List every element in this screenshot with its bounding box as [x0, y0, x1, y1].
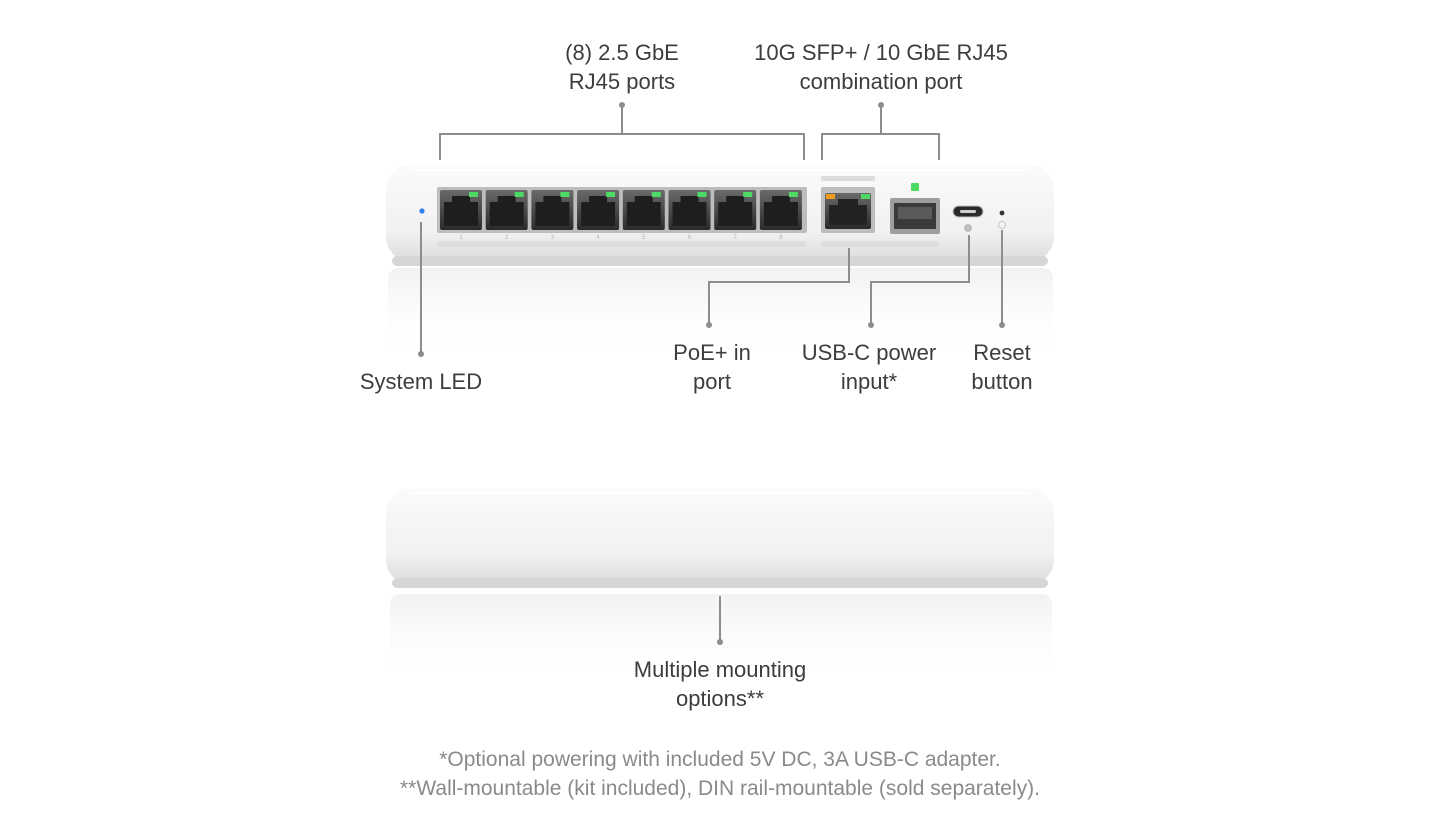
system-led: [419, 208, 425, 214]
footnote-1: *Optional powering with included 5V DC, …: [439, 748, 1001, 771]
link-led: [743, 192, 753, 197]
rj45-port: 8: [759, 190, 802, 241]
sfp-port-group: [821, 183, 940, 247]
link-led: [788, 192, 798, 197]
port-number: 7: [734, 235, 738, 241]
link-led: [697, 192, 707, 197]
usbc-power-line1: USB-C power: [801, 340, 937, 365]
system-led-line1: System LED: [359, 369, 483, 394]
combo-bracket: [821, 106, 940, 160]
footnote-2: **Wall-mountable (kit included), DIN rai…: [400, 777, 1040, 800]
usbc-power-line2: input*: [840, 369, 898, 394]
reset-line2: button: [971, 369, 1033, 394]
rj45-bracket: [439, 106, 805, 160]
port-number: 8: [779, 235, 783, 241]
port-number: 4: [596, 235, 600, 241]
link-led: [651, 192, 661, 197]
rj45-port: 2: [485, 190, 528, 241]
poe-in-line1: PoE+ in: [673, 340, 751, 365]
link-led: [560, 192, 570, 197]
system-led-callout: System LED: [336, 367, 506, 396]
poe-led: [826, 194, 835, 199]
poe-in-callout: PoE+ in port: [652, 338, 772, 396]
callout-lines: [420, 106, 1003, 642]
combo-port-line1: 10G SFP+ / 10 GbE RJ45: [754, 40, 1008, 65]
link-led: [606, 192, 616, 197]
back-device-body: [386, 488, 1054, 588]
front-device-reflection: [388, 268, 1053, 358]
mounting-line2: options**: [675, 686, 765, 711]
port-number: 2: [505, 235, 509, 241]
link-led: [469, 192, 478, 197]
usbc-port-group: [952, 205, 984, 232]
rj45-port: 7: [714, 190, 757, 241]
usbc-line: [870, 235, 970, 325]
poe-in-line2: port: [693, 369, 731, 394]
rj45-port: 5: [622, 190, 665, 241]
reset-line1: Reset: [973, 340, 1031, 365]
usbc-power-callout: USB-C power input*: [789, 338, 949, 396]
port-number: 6: [688, 235, 692, 241]
combo-port-callout: 10G SFP+ / 10 GbE RJ45 combination port: [726, 38, 1036, 96]
rj45-port-block: 1 2 3 4 5 6 7 8: [437, 187, 807, 247]
poe-in-line: [708, 248, 850, 325]
rj45-port: 4: [577, 190, 620, 241]
reset-button: [998, 210, 1006, 229]
rj45-port: 1: [440, 190, 482, 241]
port-number: 1: [459, 235, 463, 241]
rj45-ports-callout: (8) 2.5 GbE RJ45 ports: [522, 38, 722, 96]
rj45-ports-line1: (8) 2.5 GbE: [565, 40, 679, 65]
lan-strip: [438, 241, 806, 247]
combo-strip: [821, 241, 939, 247]
rj45-port: 3: [531, 190, 574, 241]
mounting-line1: Multiple mounting: [633, 657, 807, 682]
port-number: 3: [551, 235, 555, 241]
link-led: [514, 192, 524, 197]
reset-callout: Reset button: [952, 338, 1052, 396]
callout-dots: [418, 102, 1005, 645]
combo-port-line2: combination port: [799, 69, 963, 94]
poe-in-port-group: [821, 176, 875, 233]
rj45-port: 6: [668, 190, 711, 241]
mounting-callout: Multiple mounting options**: [610, 655, 830, 713]
rj45-ports-line2: RJ45 ports: [568, 69, 676, 94]
port-number: 5: [642, 235, 646, 241]
